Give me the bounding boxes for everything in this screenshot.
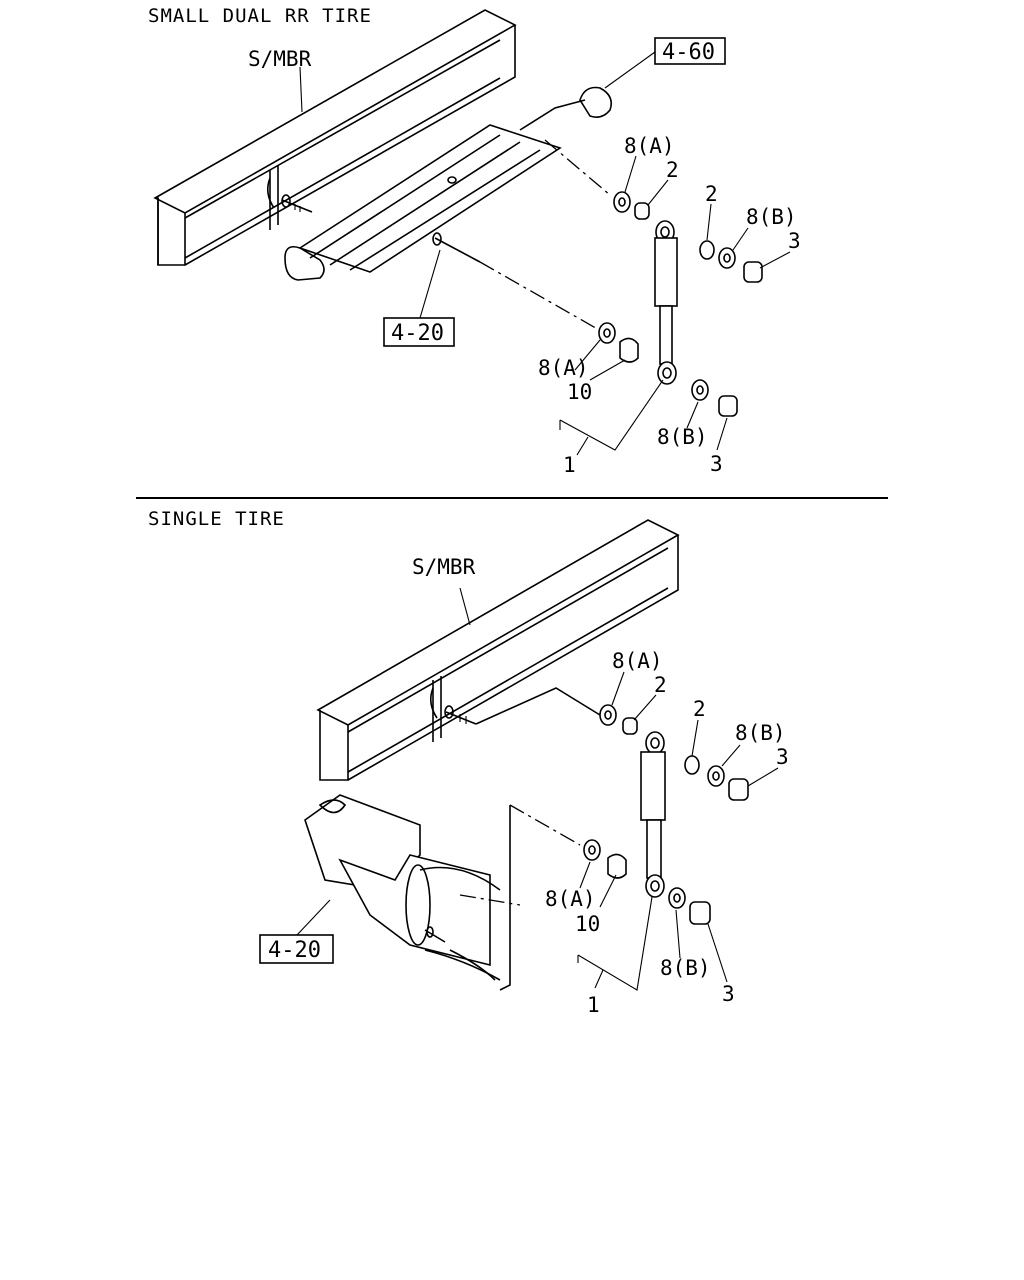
member-label: S/MBR bbox=[248, 47, 312, 71]
callout: 3 bbox=[722, 982, 735, 1006]
side-member-frame bbox=[153, 9, 517, 266]
ref-label: 4-20 bbox=[268, 938, 321, 963]
ref-box-4-60[interactable]: 4-60 bbox=[654, 37, 726, 65]
hardware-lower bbox=[598, 322, 738, 417]
hardware-upper bbox=[613, 191, 763, 283]
leader-lines bbox=[296, 587, 779, 991]
callout: 8(B) bbox=[746, 205, 797, 229]
frame-bracket-bolt bbox=[281, 194, 313, 213]
callout: 1 bbox=[587, 993, 600, 1017]
callout: 8(B) bbox=[660, 956, 711, 980]
section-title: SINGLE TIRE bbox=[148, 508, 285, 530]
shock-absorber bbox=[654, 220, 678, 385]
callout: 1 bbox=[563, 453, 576, 477]
ref-label: 4-60 bbox=[662, 40, 715, 65]
ref-label: 4-20 bbox=[391, 321, 444, 346]
callout: 8(B) bbox=[735, 721, 786, 745]
axle-stud bbox=[432, 232, 481, 263]
side-member-frame bbox=[316, 519, 680, 781]
callout: 2 bbox=[693, 697, 706, 721]
ref-box-4-20[interactable]: 4-20 bbox=[259, 934, 334, 964]
callout: 8(A) bbox=[624, 134, 675, 158]
ref-box-4-20[interactable]: 4-20 bbox=[383, 317, 455, 347]
callout: 3 bbox=[710, 452, 723, 476]
callout: 10 bbox=[567, 380, 592, 404]
callout: 8(A) bbox=[538, 356, 589, 380]
frame-bracket-bolt bbox=[444, 687, 601, 725]
section-title: SMALL DUAL RR TIRE bbox=[148, 5, 372, 27]
callout: 2 bbox=[654, 673, 667, 697]
callout: 2 bbox=[666, 158, 679, 182]
callout: 3 bbox=[776, 745, 789, 769]
callout: 8(A) bbox=[545, 887, 596, 911]
callout: 8(B) bbox=[657, 425, 708, 449]
section-small-dual-rr-tire: SMALL DUAL RR TIRE bbox=[148, 5, 801, 477]
hardware-upper bbox=[599, 704, 749, 801]
axle-housing bbox=[304, 794, 511, 991]
callout: 3 bbox=[788, 229, 801, 253]
leader-lines bbox=[299, 51, 791, 456]
callout: 2 bbox=[705, 182, 718, 206]
member-label: S/MBR bbox=[412, 555, 476, 579]
hardware-lower bbox=[583, 839, 711, 925]
leaf-spring bbox=[284, 86, 613, 281]
section-single-tire: SINGLE TIRE bbox=[148, 508, 789, 1017]
callout: 8(A) bbox=[612, 649, 663, 673]
shock-absorber bbox=[640, 731, 666, 898]
callout: 10 bbox=[575, 912, 600, 936]
